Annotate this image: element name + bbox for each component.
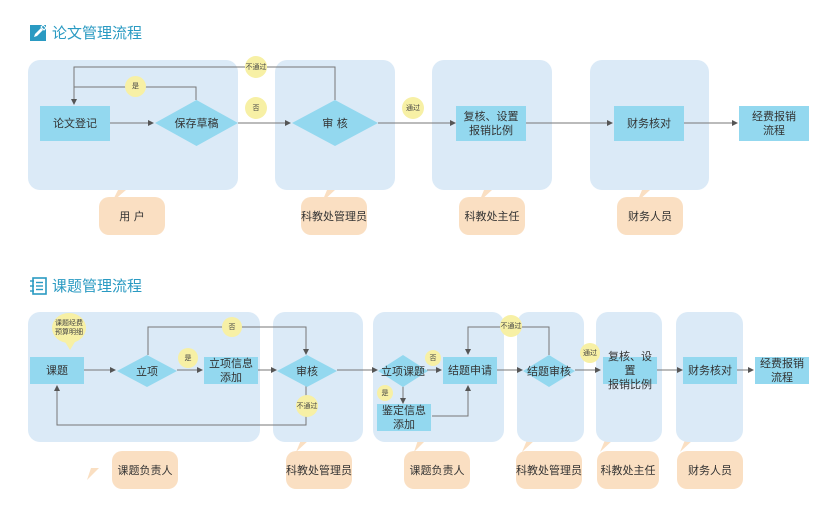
- role-finance-2: 财务人员: [677, 451, 743, 489]
- section1-title: 论文管理流程: [30, 22, 142, 43]
- node-recheck[interactable]: 复核、设置 报销比例: [456, 106, 526, 141]
- role-admin: 科教处管理员: [301, 197, 367, 235]
- badge-no-topic: 否: [425, 350, 441, 366]
- notebook-icon: [30, 276, 48, 295]
- node-review-2-label: 审核: [296, 365, 318, 378]
- role-admin-3: 科教处管理员: [516, 451, 582, 489]
- node-review-label: 审 核: [322, 117, 348, 130]
- node-reimburse-2[interactable]: 经费报销 流程: [755, 357, 809, 384]
- node-review-2[interactable]: 审核: [277, 355, 337, 387]
- section2-title: 课题管理流程: [30, 275, 142, 296]
- section1-title-text: 论文管理流程: [52, 24, 143, 42]
- node-register[interactable]: 论文登记: [40, 106, 110, 141]
- node-topic[interactable]: 课题: [30, 357, 84, 384]
- badge-fail-review: 不通过: [296, 395, 318, 417]
- role-finance: 财务人员: [617, 197, 683, 235]
- badge-yes-topic: 是: [377, 385, 393, 401]
- node-conclusion-apply[interactable]: 结题申请: [443, 357, 497, 384]
- role-admin-2: 科教处管理员: [286, 451, 352, 489]
- node-review[interactable]: 审 核: [292, 100, 378, 146]
- node-approve-topic[interactable]: 立项课题: [378, 355, 428, 387]
- node-approve-info[interactable]: 立项信息 添加: [204, 357, 258, 384]
- node-finance-check[interactable]: 财务核对: [614, 106, 684, 141]
- badge-yes: 是: [125, 76, 146, 97]
- role-leader-1: 课题负责人: [112, 451, 178, 489]
- badge-no-top: 否: [222, 317, 242, 337]
- node-approve-topic-label: 立项课题: [381, 365, 425, 378]
- node-save-draft[interactable]: 保存草稿: [155, 100, 238, 146]
- node-approve-label: 立项: [136, 365, 158, 378]
- node-finance-check-2[interactable]: 财务核对: [683, 357, 737, 384]
- section2-title-text: 课题管理流程: [52, 277, 143, 295]
- badge-pass: 通过: [402, 97, 424, 119]
- badge-budget-note: 课题经费 预算明细: [52, 313, 86, 343]
- badge-fail: 不通过: [245, 56, 267, 78]
- badge-pass-2: 通过: [580, 343, 600, 363]
- role-user: 用 户: [99, 197, 165, 235]
- role-director: 科教处主任: [459, 197, 525, 235]
- edit-icon: [30, 23, 48, 42]
- node-save-draft-label: 保存草稿: [174, 117, 219, 130]
- badge-fail-conclusion: 不通过: [500, 315, 522, 337]
- badge-yes-mid: 是: [178, 348, 198, 368]
- node-conclusion-review-label: 结题审核: [527, 365, 571, 378]
- node-reimburse[interactable]: 经费报销 流程: [739, 106, 809, 141]
- badge-no: 否: [245, 97, 267, 119]
- role-director-2: 科教处主任: [597, 451, 659, 489]
- node-conclusion-review[interactable]: 结题审核: [523, 355, 575, 387]
- role-leader-2: 课题负责人: [404, 451, 470, 489]
- node-approve[interactable]: 立项: [117, 355, 177, 387]
- node-appraisal-info[interactable]: 鉴定信息 添加: [377, 404, 431, 431]
- node-recheck-2[interactable]: 复核、设置 报销比例: [603, 350, 657, 391]
